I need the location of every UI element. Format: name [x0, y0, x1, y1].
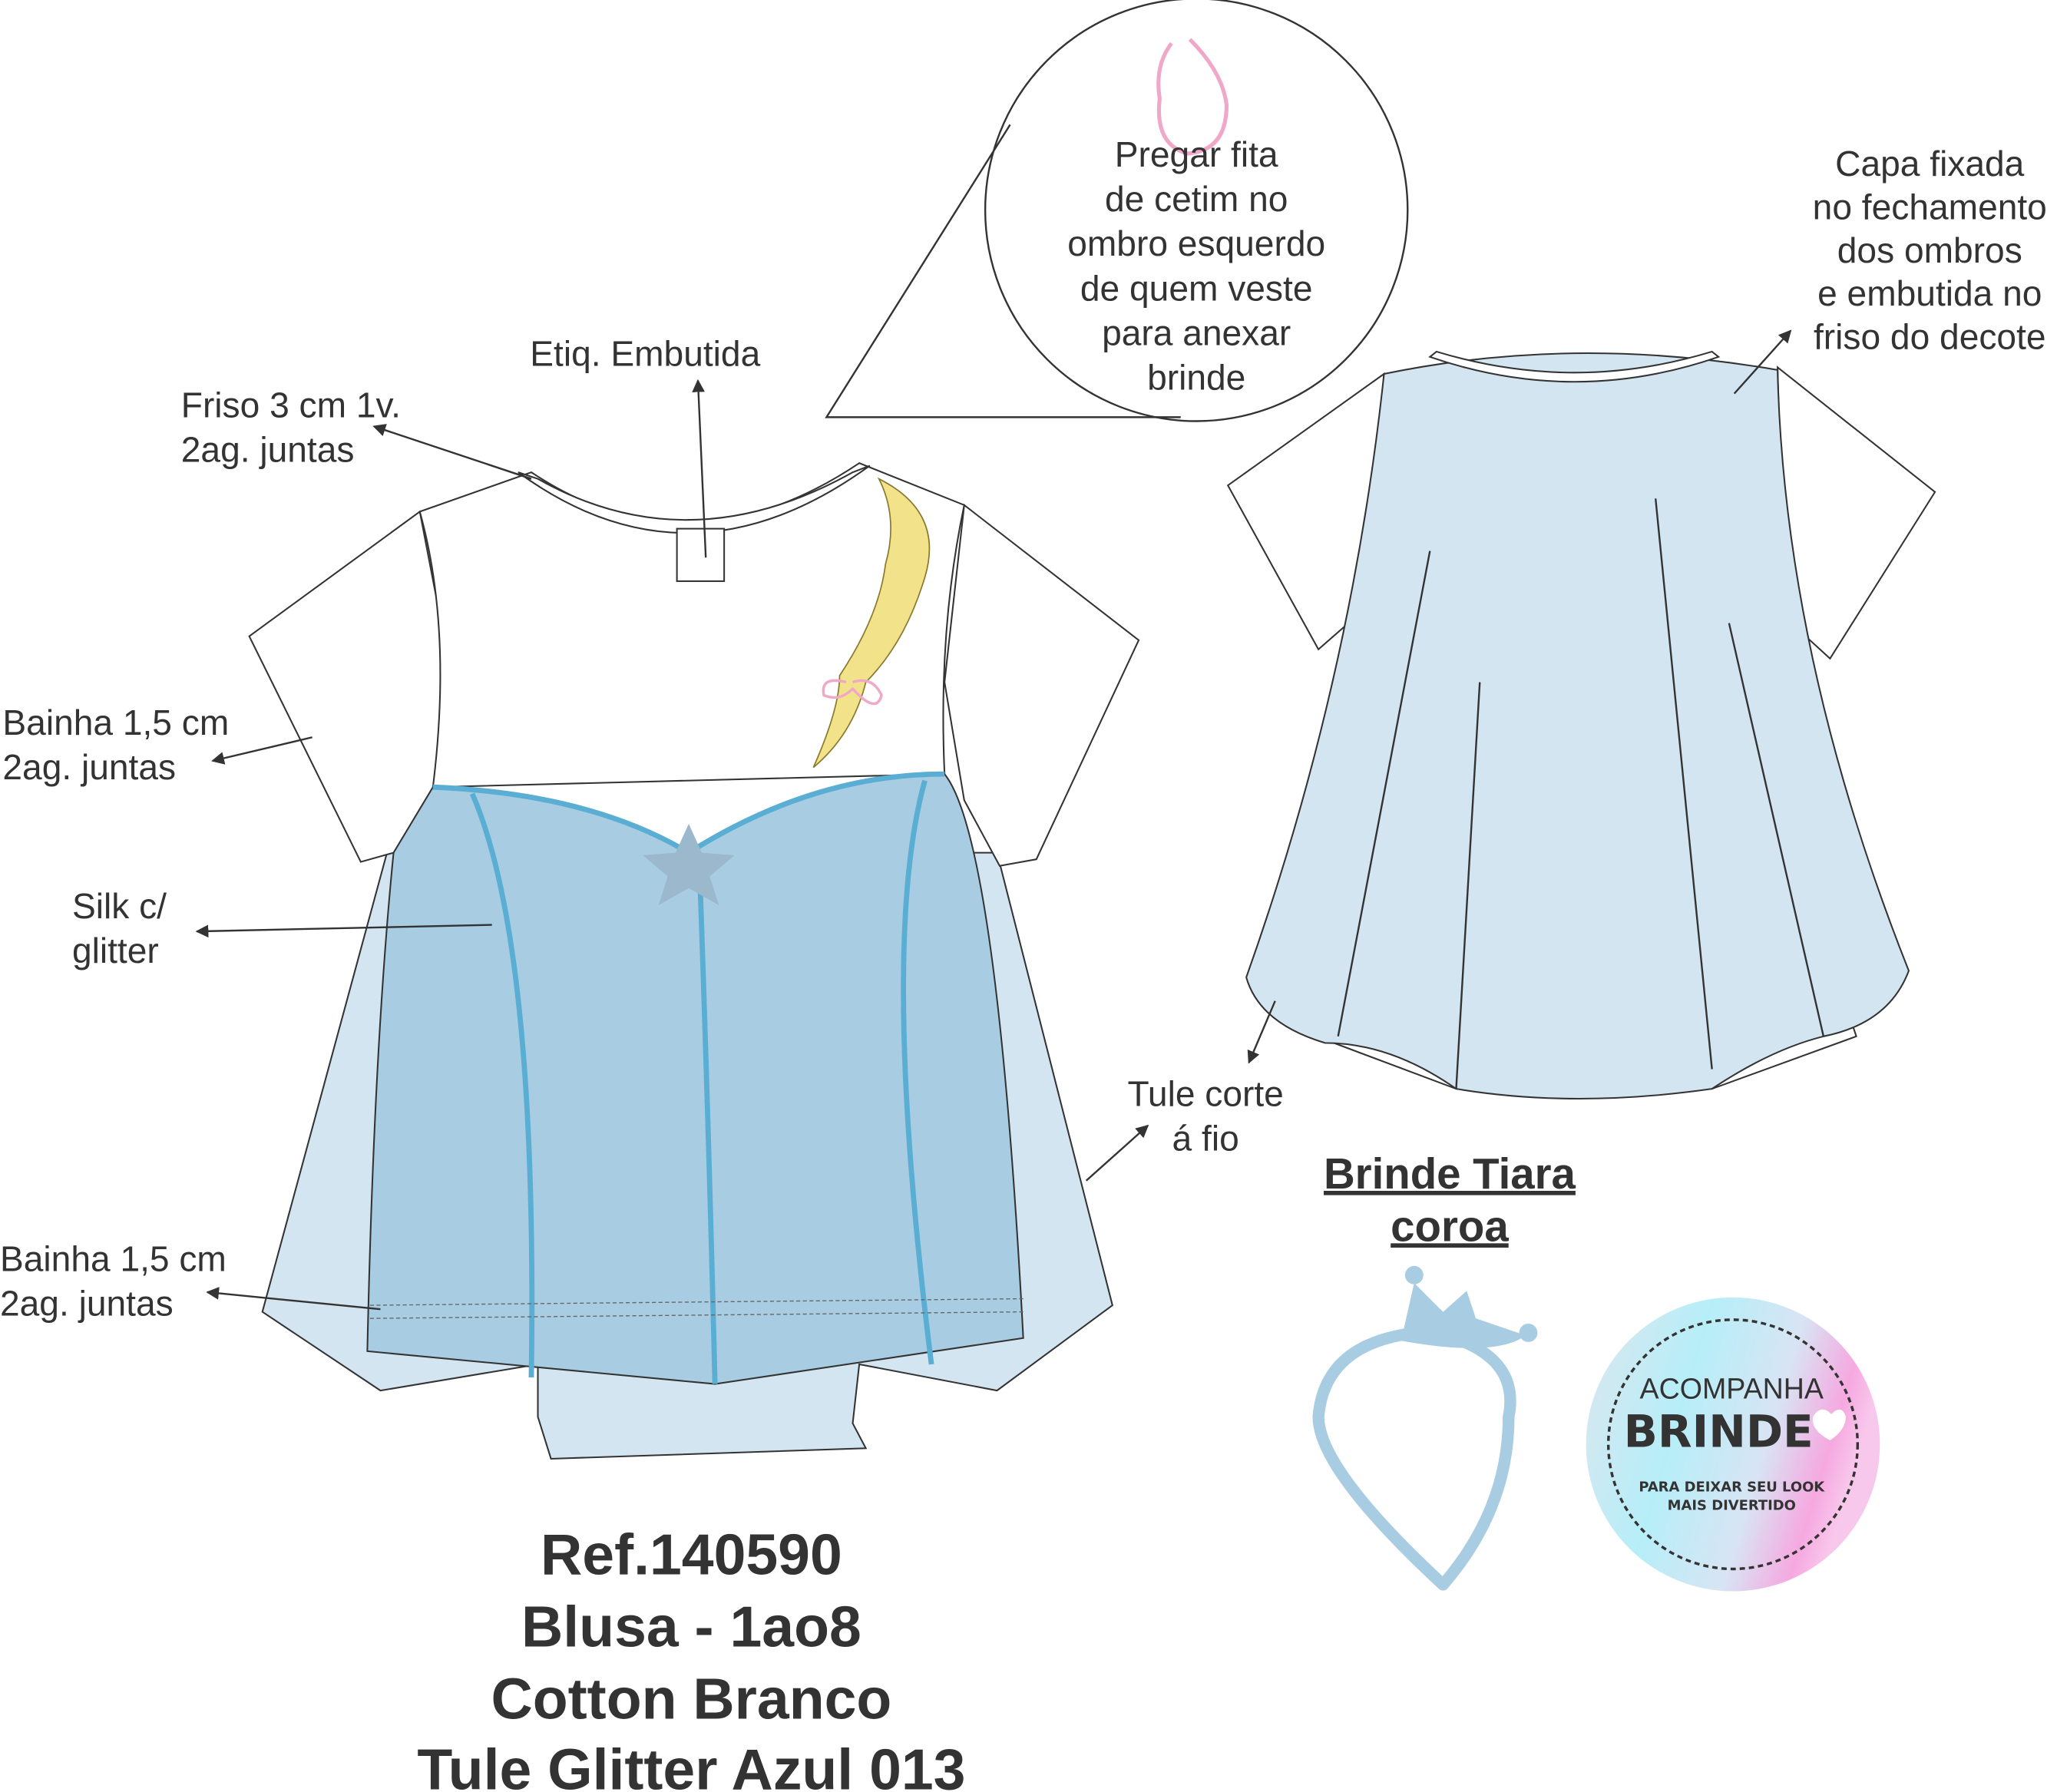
callout-tule-2: á fio — [1172, 1118, 1239, 1158]
back-cape-folds — [1337, 498, 1825, 1089]
badge-main: BRINDE — [1624, 1406, 1814, 1458]
product-fabric-1: Cotton Branco — [491, 1666, 891, 1731]
callout-bainha-manga-2: 2ag. juntas — [2, 747, 176, 787]
badge-top: ACOMPANHA — [1640, 1372, 1824, 1404]
badge-bottom-1: PARA DEIXAR SEU LOOK — [1639, 1480, 1825, 1496]
callout-silk-2: glitter — [72, 931, 159, 970]
callout-capa-1: Capa fixada — [1835, 144, 2025, 183]
hem-stitch — [369, 1298, 1027, 1319]
ribbon-loop-icon — [1156, 38, 1229, 156]
callout-capa-2: no fechamento — [1813, 187, 2047, 226]
back-view — [1226, 350, 1936, 1099]
fita-line-2: de cetim no — [1105, 179, 1288, 219]
callout-etiqueta: Etiq. Embutida — [530, 334, 760, 374]
tiara-icon — [1312, 1265, 1538, 1591]
fita-line-6: brinde — [1147, 358, 1245, 398]
label-tag — [676, 527, 726, 582]
heart-icon — [1812, 1409, 1846, 1441]
back-cape — [1245, 352, 1910, 1099]
badge-bottom-2: MAIS DIVERTIDO — [1668, 1498, 1796, 1514]
callout-silk-1: Silk c/ — [72, 886, 167, 926]
product-name: Blusa - 1ao8 — [521, 1594, 861, 1658]
right-sleeve — [944, 503, 1140, 867]
callout-bainha-manga-1: Bainha 1,5 cm — [2, 703, 229, 742]
callout-tule-1: Tule corte — [1127, 1073, 1283, 1113]
callout-capa-4: e embutida no — [1817, 273, 2042, 313]
callout-friso-2: 2ag. juntas — [181, 429, 355, 469]
star-icon — [643, 824, 735, 905]
fita-line-5: para anexar — [1102, 312, 1291, 352]
fita-line-3: ombro esquerdo — [1067, 223, 1325, 263]
neck-rib — [518, 465, 871, 534]
braid-ribbon-icon — [822, 679, 883, 706]
callout-bainha-barra-1: Bainha 1,5 cm — [0, 1239, 227, 1279]
back-neck-rib — [1428, 350, 1721, 383]
svg-text:Friso 3 cm 1v.2ag. juntas: Friso 3 cm 1v.2ag. juntas — [181, 385, 401, 469]
product-fabric-2: Tule Glitter Azul 013 — [417, 1737, 965, 1792]
gift-title-1: Brinde Tiara — [1324, 1149, 1576, 1198]
gift-badge: ACOMPANHA BRINDE PARA DEIXAR SEU LOOK MAI… — [1586, 1297, 1880, 1592]
callout-capa-5: friso do decote — [1814, 317, 2046, 357]
fita-line-1: Pregar fita — [1115, 134, 1278, 174]
svg-text:Silk c/glitter: Silk c/glitter — [72, 886, 167, 970]
front-view — [248, 462, 1140, 1460]
callout-friso-1: Friso 3 cm 1v. — [181, 385, 401, 425]
bubble-circle — [984, 0, 1409, 422]
fita-line-4: de quem veste — [1080, 268, 1313, 308]
callout-bainha-barra-2: 2ag. juntas — [0, 1284, 174, 1324]
callout-capa-3: dos ombros — [1837, 230, 2022, 270]
bubble-pointer — [825, 124, 1181, 418]
gift-title-2: coroa — [1391, 1202, 1509, 1250]
product-ref: Ref.140590 — [541, 1522, 842, 1586]
